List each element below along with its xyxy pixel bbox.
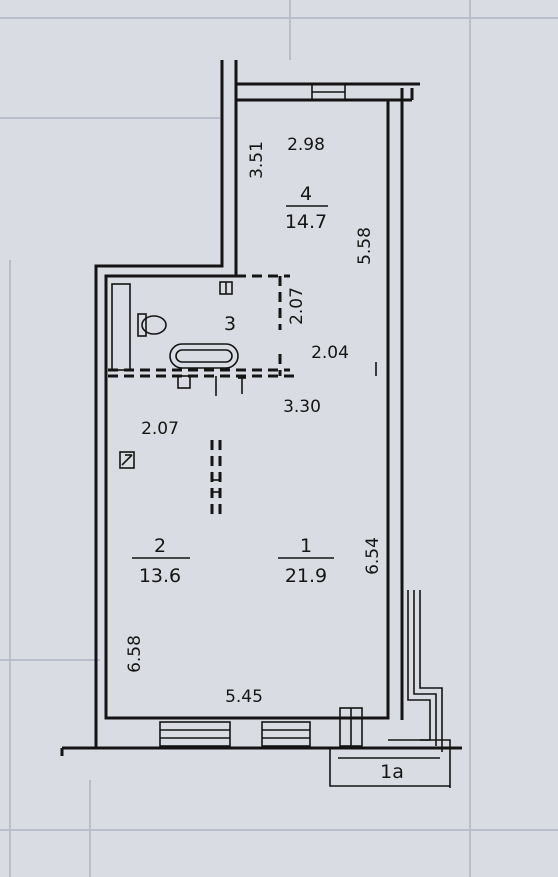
right-frame-lines	[329, 590, 451, 788]
bath-fixtures	[119, 281, 246, 469]
room-1-area: 21.9	[285, 565, 327, 587]
dimension-labels: 2.98 3.51 5.58 2.07 2.04 3.30 2.07 6.54 …	[125, 135, 383, 707]
dim-6-58: 6.58	[125, 635, 145, 673]
room-4-number: 4	[300, 183, 312, 205]
dim-2-04: 2.04	[311, 343, 349, 363]
dim-5-58: 5.58	[355, 227, 375, 265]
bathroom-partitions	[108, 274, 377, 378]
room-divider-dashed	[210, 440, 222, 520]
room-3-number: 3	[224, 313, 236, 335]
room-1a-number: 1а	[380, 761, 404, 783]
room-4-area: 14.7	[285, 211, 327, 233]
room-2-number: 2	[154, 535, 166, 557]
dim-6-54: 6.54	[363, 537, 383, 575]
dim-2-98: 2.98	[287, 135, 325, 155]
room-labels: 4 14.7 3 2 13.6 1 21.9 1а	[132, 183, 404, 783]
electrical-panel-icon	[119, 451, 135, 469]
dim-3-51: 3.51	[247, 141, 267, 179]
vent-icon	[177, 375, 246, 396]
dim-5-45: 5.45	[225, 687, 263, 707]
dim-2-07-hall: 2.07	[141, 419, 179, 439]
outer-walls	[60, 60, 462, 756]
bathtub-icon	[169, 343, 239, 369]
dim-3-30: 3.30	[283, 397, 321, 417]
toilet-icon	[137, 313, 167, 337]
room-2-area: 13.6	[139, 565, 181, 587]
sink-icon	[219, 281, 233, 295]
room-1-number: 1	[300, 535, 312, 557]
dim-2-07-bath: 2.07	[287, 287, 307, 325]
